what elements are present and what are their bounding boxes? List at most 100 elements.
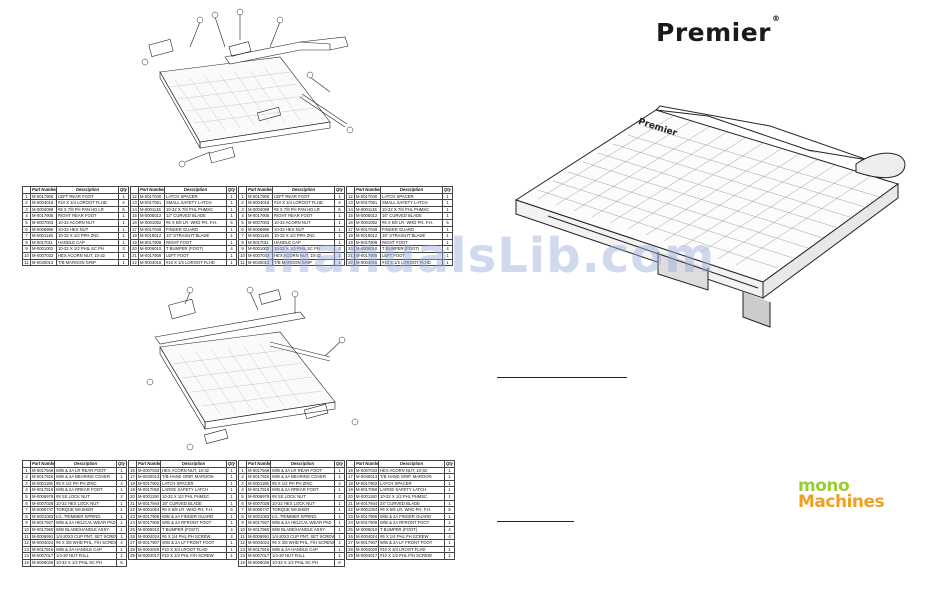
part-description: #8 X 7/8 PH PAN HD LR — [56, 205, 119, 214]
part-number: M-0004099 — [246, 205, 273, 214]
part-no: 16 — [130, 218, 139, 227]
part-no: 7 — [22, 232, 31, 240]
part-description: 10-32 X 7/8 PHL PHMSC — [164, 205, 227, 214]
part-no: 4 — [22, 212, 31, 220]
part-description: T BUMPER (FOOT) — [164, 245, 227, 253]
part-qty: 1 — [116, 552, 127, 560]
part-no: 19 — [130, 238, 139, 247]
part-no: 5 — [238, 492, 247, 501]
part-number: M-0007028 — [30, 499, 55, 508]
part-number: M-0007017 — [30, 552, 55, 560]
part-description: #10 X 3/4 LROOT FLHD — [160, 545, 227, 554]
part-number: M-0001145 — [138, 205, 165, 214]
col-header-qty: Qty — [444, 460, 455, 468]
part-qty: 6 — [226, 506, 237, 514]
part-number: M-0017927 — [30, 519, 55, 527]
part-number: M-0001053 — [30, 512, 55, 521]
part-no: 17 — [128, 473, 137, 481]
part-number: M-0040013 — [30, 258, 57, 267]
part-qty: 1 — [334, 466, 345, 475]
part-number: M-0017907 — [136, 539, 161, 547]
part-description: 15" CURVED BLADE — [160, 499, 227, 508]
part-description: T BUMPER (FOOT) — [160, 525, 227, 534]
part-number: M-0004020 — [136, 545, 161, 554]
part-no: 8 — [238, 238, 247, 247]
part-description: W/B & 2A HELICAL WEAR PAD — [54, 519, 117, 527]
part-no: 1 — [22, 192, 31, 201]
part-description: #6 X 1/4 PHL PH SCREW — [160, 532, 227, 541]
part-number: M-0017908 — [138, 251, 165, 260]
part-qty: 4 — [334, 199, 345, 207]
part-no: 12 — [238, 539, 247, 547]
part-no: 5 — [22, 218, 31, 227]
part-description: LARGE SAFETY LATCH — [160, 486, 227, 494]
part-description: 10-32 X 1/2 PHIL SC PH — [54, 558, 117, 567]
parts-table-bottom-3: Part Number Description Qty 1M-0017946W/… — [238, 460, 345, 567]
part-no: 6 — [22, 225, 31, 234]
col-header-qty: Qty — [118, 186, 129, 194]
part-number: M-0007003 — [30, 218, 57, 227]
part-no: 7 — [238, 232, 247, 240]
part-description: #10 X 1/4 LOROOT FLHD — [272, 199, 335, 207]
part-no: 13 — [22, 545, 31, 554]
part-qty: 1 — [334, 192, 345, 201]
part-number: M-0004016 — [30, 199, 57, 207]
part-no: 8 — [22, 512, 31, 521]
part-qty: 1 — [226, 251, 237, 260]
part-no: 13 — [346, 199, 355, 207]
part-number: M-0007003 — [246, 218, 273, 227]
part-description: 12" STRAIGHT BLADE — [164, 232, 227, 240]
part-qty: 6 — [334, 558, 345, 567]
part-no: 20 — [128, 492, 137, 501]
part-qty: 1 — [442, 258, 453, 267]
part-no: 1 — [238, 466, 247, 475]
part-description: #6 X 5/8 LR. WHD PH, F.H. — [164, 218, 227, 227]
part-number: M-0017908 — [136, 512, 161, 521]
logo-line-2: Machines — [798, 492, 885, 512]
part-number: M-0017040 — [138, 192, 165, 201]
mono-machines-logo: mono Machines — [798, 476, 885, 512]
part-qty: 4 — [444, 525, 455, 534]
part-no: 21 — [128, 499, 137, 508]
part-qty: 1 — [226, 499, 237, 508]
part-no: 20 — [346, 492, 355, 501]
part-number: M-0017906 — [30, 192, 57, 201]
part-no: 12 — [130, 192, 139, 201]
part-no: 10 — [22, 525, 31, 534]
col-header-part: Part Number — [138, 186, 165, 194]
part-number: M-0017926 — [30, 473, 55, 481]
part-number: M-0006979 — [246, 492, 271, 501]
part-qty: 1 — [226, 212, 237, 220]
part-qty: 4 — [226, 245, 237, 253]
part-qty: 1 — [116, 499, 127, 508]
part-qty: 1 — [226, 519, 237, 527]
part-number: M-0017960 — [30, 525, 55, 534]
part-description: 1/4-20X3 CUP PNT. SET SCREW — [54, 532, 117, 541]
part-number: M-0004024 — [30, 539, 55, 547]
part-number: M-0017919 — [246, 486, 271, 494]
part-number: M-0017944 — [136, 499, 161, 508]
col-header-part: Part Number — [354, 186, 381, 194]
part-description: W/B & 2A BEARING COVER — [54, 473, 117, 481]
part-no: 15 — [22, 558, 31, 567]
part-number: M-0004024 — [246, 539, 271, 547]
part-no: 1 — [22, 466, 31, 475]
